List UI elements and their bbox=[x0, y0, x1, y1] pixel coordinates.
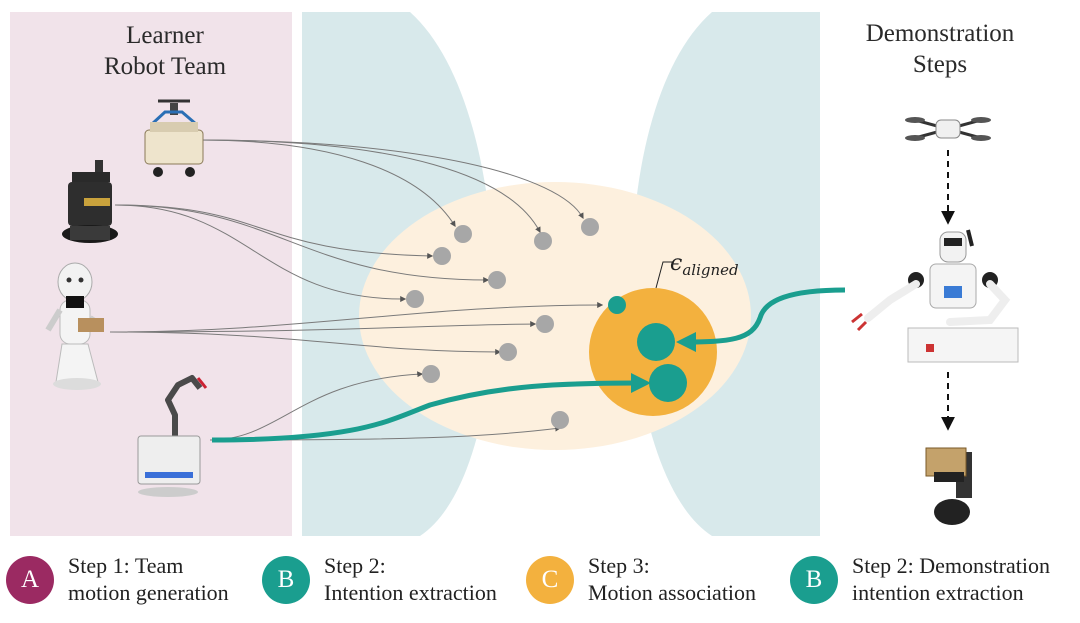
team-intention-arrow bbox=[211, 373, 651, 443]
demo-intention-point bbox=[637, 323, 675, 361]
learner-team-heading: Learner Robot Team bbox=[70, 20, 260, 82]
legend-label: Step 2: Demonstration intention extracti… bbox=[852, 552, 1050, 606]
drone-cart-robot bbox=[144, 99, 204, 177]
motion-points bbox=[406, 218, 599, 429]
legend-line-1: Step 2: Demonstration bbox=[852, 553, 1050, 578]
quadcopter-drone bbox=[905, 117, 991, 141]
demo-heading-line-2: Steps bbox=[912, 51, 968, 78]
arrow-drone-1 bbox=[199, 139, 456, 228]
badge-a: A bbox=[6, 556, 54, 604]
motion-point bbox=[422, 365, 440, 383]
demonstration-steps-heading: Demonstration Steps bbox=[830, 18, 1050, 80]
motion-arrows bbox=[109, 139, 604, 441]
motion-point bbox=[499, 343, 517, 361]
epsilon-label: ϵaligned bbox=[670, 251, 739, 279]
arrow-tracked-2 bbox=[114, 204, 490, 283]
legend-line-2: Motion association bbox=[588, 580, 757, 605]
arrow-tracked-3 bbox=[114, 204, 407, 303]
arrow-tracked-1 bbox=[114, 204, 434, 259]
motion-point bbox=[488, 271, 506, 289]
aligned-point-small bbox=[608, 296, 626, 314]
mobile-manipulator-robot bbox=[137, 375, 208, 497]
arrow-pepper-3 bbox=[109, 331, 502, 355]
wheeled-box-robot bbox=[925, 447, 972, 525]
learner-heading-line-1: Learner bbox=[126, 22, 204, 49]
legend-line-1: Step 3: bbox=[588, 553, 650, 578]
demo-heading-line-1: Demonstration bbox=[865, 20, 1015, 47]
legend-label: Step 2: Intention extraction bbox=[324, 552, 497, 606]
badge-b: B bbox=[262, 556, 310, 604]
epsilon-leader bbox=[655, 261, 672, 289]
arrow-pepper-2 bbox=[109, 321, 537, 333]
motion-point bbox=[406, 290, 424, 308]
humanoid-dual-arm-robot bbox=[851, 229, 1019, 363]
legend-line-1: Step 2: bbox=[324, 553, 386, 578]
motion-point bbox=[536, 315, 554, 333]
legend-label: Step 1: Team motion generation bbox=[68, 552, 229, 606]
motion-point bbox=[534, 232, 552, 250]
arrow-drone-2 bbox=[199, 139, 541, 234]
legend-line-2: motion generation bbox=[68, 580, 229, 605]
badge-b-demo: B bbox=[790, 556, 838, 604]
tracked-mobile-robot bbox=[62, 160, 118, 243]
team-intention-point bbox=[649, 364, 687, 402]
legend-line-1: Step 1: Team bbox=[68, 553, 184, 578]
motion-point bbox=[433, 247, 451, 265]
motion-point bbox=[551, 411, 569, 429]
motion-point bbox=[581, 218, 599, 236]
learner-heading-line-2: Robot Team bbox=[103, 53, 227, 80]
legend-line-2: intention extraction bbox=[852, 580, 1024, 605]
demo-intention-arrow bbox=[676, 287, 846, 352]
humanoid-pepper-robot bbox=[45, 262, 104, 390]
arrow-pepper-1 bbox=[109, 302, 604, 333]
arrow-drone-3 bbox=[199, 139, 584, 220]
legend-line-2: Intention extraction bbox=[324, 580, 497, 605]
badge-c: C bbox=[526, 556, 574, 604]
motion-point bbox=[454, 225, 472, 243]
legend-label: Step 3: Motion association bbox=[588, 552, 756, 606]
